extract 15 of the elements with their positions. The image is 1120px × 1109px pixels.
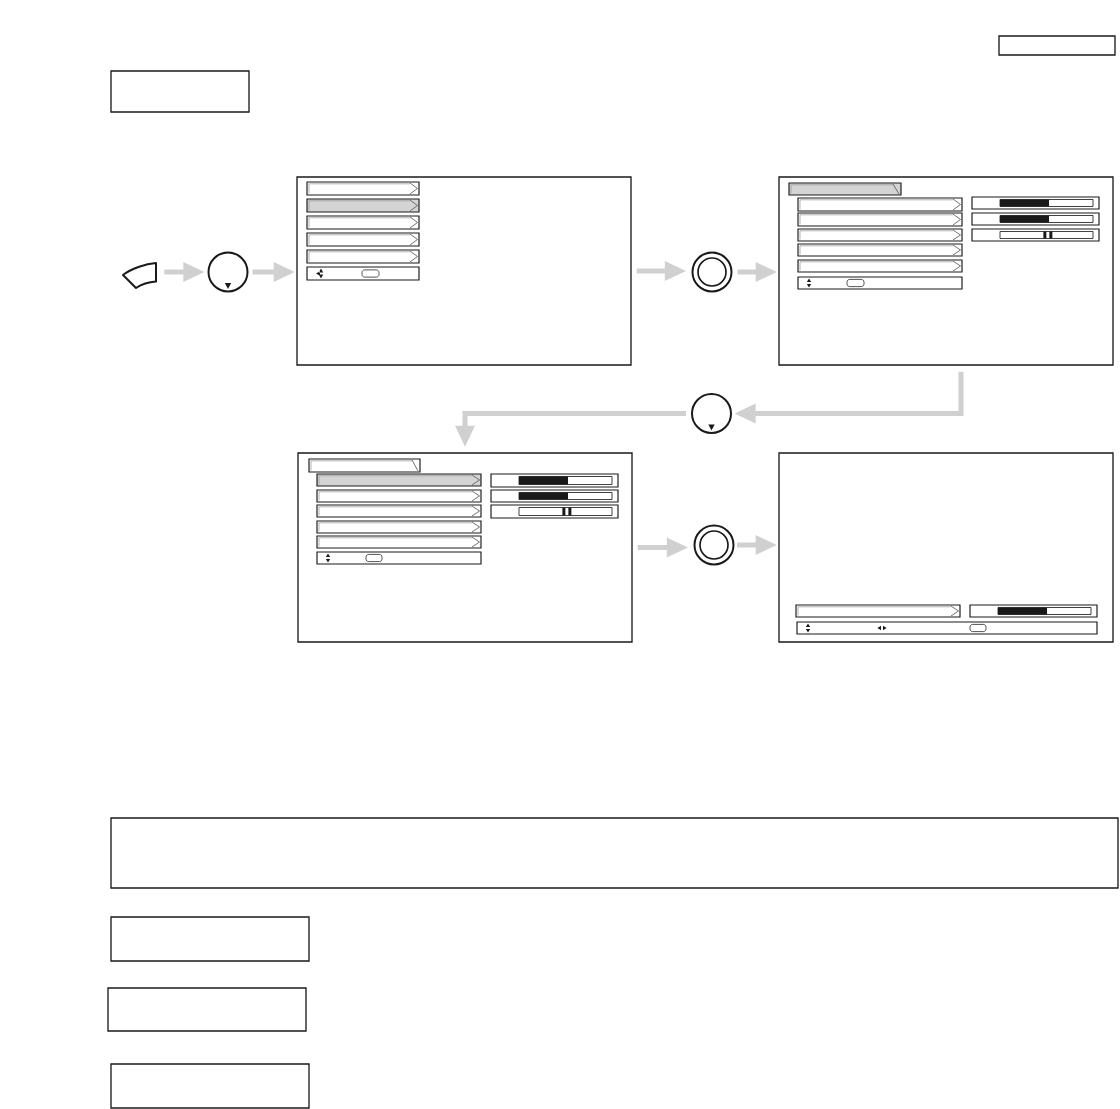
blank-box — [110, 817, 1119, 889]
blank-box — [110, 70, 250, 113]
remote-key — [122, 262, 157, 289]
menu-screen — [778, 176, 1114, 366]
ring-symbol — [691, 251, 733, 293]
dial-symbol — [691, 393, 732, 434]
menu-screen — [296, 176, 632, 366]
menu-screen — [297, 452, 633, 643]
blank-box — [110, 1063, 310, 1109]
blank-box — [998, 35, 1116, 56]
dial-symbol — [207, 251, 249, 293]
blank-box — [107, 987, 307, 1032]
menu-screen — [778, 452, 1114, 643]
ring-symbol — [693, 524, 735, 566]
blank-box — [110, 916, 310, 962]
